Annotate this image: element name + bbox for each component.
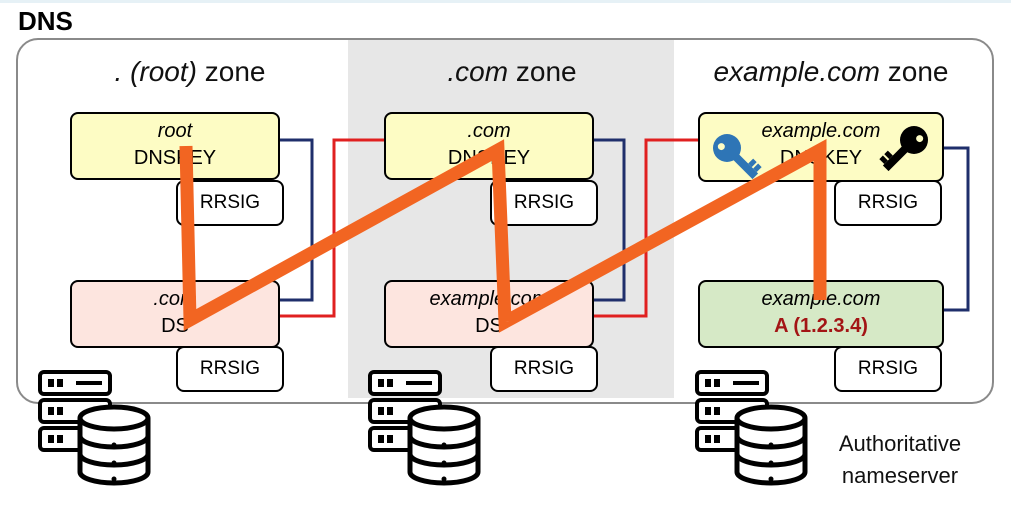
dns-frame [16,38,994,404]
diagram-title: DNS [18,6,73,36]
top-accent-line [0,0,1011,3]
record-name: .com [467,120,511,142]
record-name: root [157,120,193,142]
root-ds-rrsig: RRSIG [176,346,284,392]
com-ds-rrsig: RRSIG [490,346,598,392]
zone-title-example: example.com zone [713,56,949,87]
server-database-icon-example [697,372,805,483]
label-line-1: Authoritative [838,431,962,456]
zone-title-com: .com zone [447,56,577,87]
example-rrsig: RRSIG [834,180,942,226]
example-a-rrsig: RRSIG [834,346,942,392]
label-line-2: nameserver [841,463,959,488]
navy-link-example [942,146,970,312]
zone-title-root: . (root) zone [114,56,266,87]
server-database-icon-root [40,372,148,483]
authoritative-nameserver-label: Authoritative nameserver [800,428,1000,492]
server-database-icon-com [370,372,478,483]
record-name: example.com [761,120,881,142]
